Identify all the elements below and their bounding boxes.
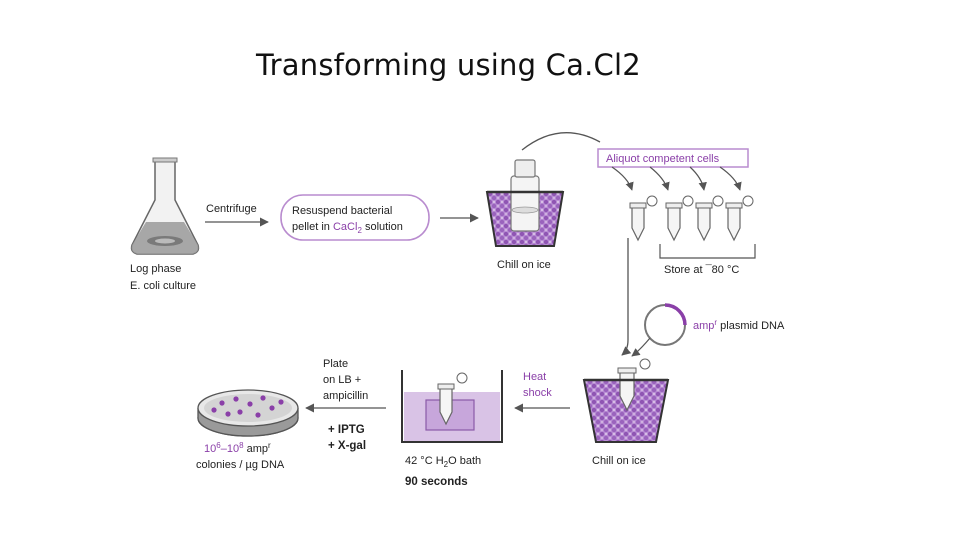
centrifuge-label: Centrifuge	[206, 203, 257, 215]
plate-label-line1: Plate	[323, 358, 348, 370]
iptg-label: + IPTG	[328, 424, 365, 436]
microtube-icon-2	[665, 195, 694, 242]
chill-label-2: Chill on ice	[592, 455, 646, 467]
microtube-icon-3	[695, 195, 724, 242]
page-title: Transforming using Ca.Cl2	[256, 48, 641, 82]
store-bracket	[659, 244, 756, 259]
resuspend-line1: Resuspend bacterial	[292, 205, 392, 217]
resuspend-line2: pellet in CaCl2 solution	[292, 221, 403, 235]
bath-time-label: 90 seconds	[405, 476, 468, 488]
centrifuge-tube-icon	[510, 175, 540, 232]
arrow-down-to-chill	[621, 238, 632, 356]
plate-label-line2: on LB +	[323, 374, 361, 386]
arrow-aliquot-2	[649, 166, 670, 191]
flask-label-line1: Log phase	[130, 263, 181, 275]
chill-label-1: Chill on ice	[497, 259, 551, 271]
store-label: Store at ¯80 °C	[664, 264, 739, 276]
microtube-icon-4	[725, 195, 754, 242]
flask-label-line2: E. coli culture	[130, 280, 196, 292]
colonies-label-line2: colonies / µg DNA	[196, 459, 285, 471]
arrow-aliquot-4	[719, 166, 742, 191]
bath-label: 42 °C H2O bath	[405, 455, 481, 469]
plasmid-label: ampr plasmid DNA	[693, 318, 785, 332]
microtube-icon-1	[629, 195, 658, 242]
heat-label-line2: shock	[523, 387, 552, 399]
arrow-aliquot-1	[611, 166, 634, 191]
arrow-aliquot-3	[689, 166, 707, 191]
water-bath-icon	[401, 370, 503, 443]
ice-bucket-icon-2	[582, 358, 670, 443]
petri-dish-icon	[197, 389, 299, 437]
erlenmeyer-flask-icon	[130, 157, 200, 255]
arrow-aliquot-main	[521, 132, 601, 151]
xgal-label: + X-gal	[328, 440, 366, 452]
heat-label-line1: Heat	[523, 371, 546, 383]
plate-label-line3: ampicillin	[323, 390, 368, 402]
aliquot-label: Aliquot competent cells	[606, 153, 720, 165]
plasmid-icon	[644, 303, 687, 346]
colonies-label-line1: 106–108 ampr	[204, 441, 271, 455]
resuspend-box	[280, 194, 430, 241]
ice-bucket-icon	[485, 159, 565, 247]
arrow-plasmid	[631, 337, 651, 357]
aliquot-box	[597, 148, 749, 168]
